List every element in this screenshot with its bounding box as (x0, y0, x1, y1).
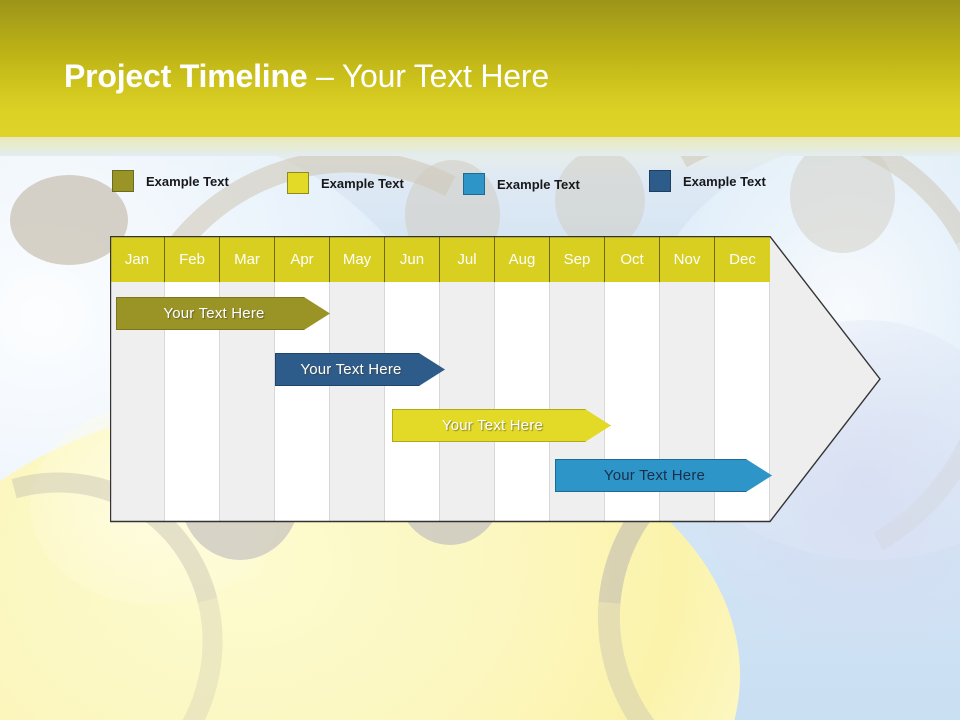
month-header-cell[interactable]: Oct (605, 236, 660, 282)
legend-swatch-icon-3 (463, 173, 485, 195)
background-oval-gray-upper-right (790, 138, 895, 253)
background-oval-gray-upper-center (555, 150, 645, 250)
timeline-task-bar[interactable]: Your Text Here (275, 353, 445, 386)
legend-item-2[interactable]: Example Text (287, 172, 404, 194)
page-title-strong: Project Timeline (64, 58, 308, 94)
month-header-cell[interactable]: Jul (440, 236, 495, 282)
timeline-grid-column (385, 282, 440, 521)
timeline-task-label: Your Text Here (300, 361, 402, 378)
legend-label-3: Example Text (497, 176, 580, 192)
month-header-cell[interactable]: May (330, 236, 385, 282)
month-header-cell[interactable]: Nov (660, 236, 715, 282)
month-header-cell[interactable]: Sep (550, 236, 605, 282)
header-band (0, 0, 960, 137)
timeline-task-label: Your Text Here (441, 417, 544, 434)
legend-swatch-icon-4 (649, 170, 671, 192)
page-title: Project Timeline – Your Text Here (64, 57, 549, 95)
timeline-grid-column (495, 282, 550, 521)
legend-item-4[interactable]: Example Text (649, 170, 766, 192)
page-title-separator: – (307, 58, 342, 94)
timeline-task-bar[interactable]: Your Text Here (555, 459, 772, 492)
legend-swatch-icon-2 (287, 172, 309, 194)
timeline-task-bar[interactable]: Your Text Here (392, 409, 611, 442)
page-title-light: Your Text Here (341, 58, 549, 94)
legend-item-1[interactable]: Example Text (112, 170, 229, 192)
timeline-grid-column (330, 282, 385, 521)
month-header-cell[interactable]: Mar (220, 236, 275, 282)
timeline-task-label: Your Text Here (163, 305, 265, 322)
month-header-cell[interactable]: Apr (275, 236, 330, 282)
month-header-cell[interactable]: Aug (495, 236, 550, 282)
timeline-task-bar[interactable]: Your Text Here (116, 297, 330, 330)
legend-item-3[interactable]: Example Text (463, 173, 580, 195)
month-header-cell[interactable]: Jan (110, 236, 165, 282)
legend-swatch-icon-1 (112, 170, 134, 192)
background-oval-gray-left (10, 175, 128, 265)
legend-label-4: Example Text (683, 173, 766, 189)
month-header-cell[interactable]: Jun (385, 236, 440, 282)
timeline-grid-column (440, 282, 495, 521)
month-header-cell[interactable]: Dec (715, 236, 770, 282)
legend-label-2: Example Text (321, 175, 404, 191)
timeline-task-label: Your Text Here (603, 467, 706, 484)
month-header-cell[interactable]: Feb (165, 236, 220, 282)
legend-label-1: Example Text (146, 173, 229, 189)
